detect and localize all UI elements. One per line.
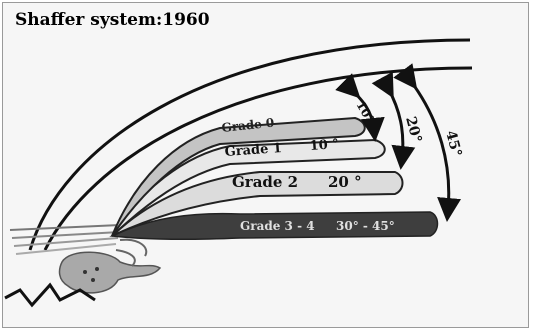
arc-label-20: 20° xyxy=(402,115,424,145)
grade-2-angle: 20 ° xyxy=(328,173,362,191)
grade-3-4-angle: 30° - 45° xyxy=(336,219,395,233)
arc-arrow-45 xyxy=(410,80,449,210)
ciliary-body xyxy=(60,252,160,293)
iris-root xyxy=(10,225,120,254)
grade-3-4-label: Grade 3 - 4 xyxy=(240,219,315,233)
arc-arrow-20 xyxy=(388,88,403,158)
grade-1-angle: 10 ° xyxy=(309,137,339,154)
grade-2-label: Grade 2 xyxy=(232,173,298,191)
